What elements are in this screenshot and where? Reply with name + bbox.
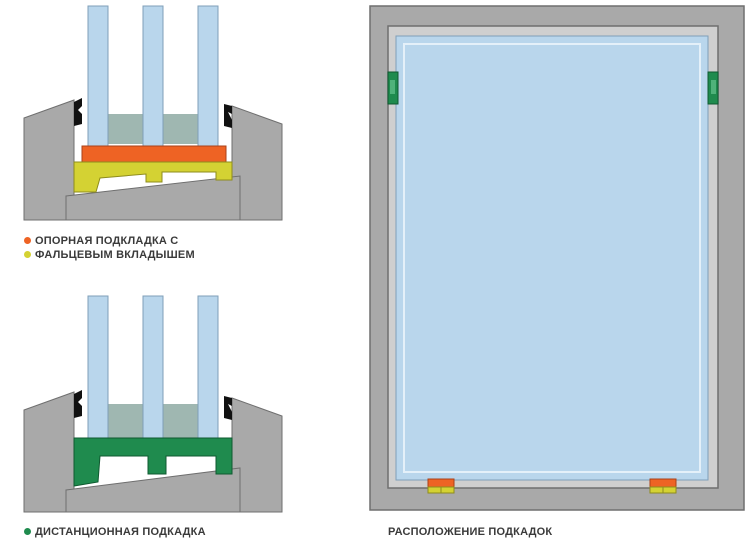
- glass-pane-3: [197, 5, 219, 147]
- frame-bottom-wedge: [65, 467, 241, 513]
- green-dot-icon: [24, 528, 31, 535]
- glass-pane-2: [142, 295, 164, 439]
- orange-dot-icon: [24, 237, 31, 244]
- legend-support-pad: ОПОРНАЯ ПОДКЛАДКА С: [24, 235, 178, 248]
- glass-pane-1: [87, 5, 109, 147]
- support-pad-orange: [81, 145, 227, 163]
- layout-caption: РАСПОЛОЖЕНИЕ ПОДКАДОК: [388, 526, 552, 539]
- glass-pane-3: [197, 295, 219, 439]
- legend-distance-pad: ДИСТАНЦИОННАЯ ПОДКАДКА: [24, 526, 206, 539]
- distance-pad-caption: ДИСТАНЦИОННАЯ ПОДКАДКА: [35, 526, 206, 538]
- cross-section-distance-pad: [23, 295, 283, 513]
- legend-rebate-insert: ФАЛЬЦЕВЫМ ВКЛАДЫШЕМ: [24, 249, 195, 262]
- glass-pane: [395, 35, 709, 481]
- side-clip-right: [707, 71, 719, 105]
- rebate-insert-yellow: [73, 161, 233, 193]
- glass-pane-2: [142, 5, 164, 147]
- side-clip-left: [387, 71, 399, 105]
- bottom-pad-left: [427, 478, 455, 494]
- legend-line-1: ОПОРНАЯ ПОДКЛАДКА С: [35, 235, 179, 247]
- pane-layout: [369, 5, 745, 511]
- glass-pane-1: [87, 295, 109, 439]
- legend-line-2: ФАЛЬЦЕВЫМ ВКЛАДЫШЕМ: [35, 249, 195, 261]
- seal-right: [224, 396, 232, 420]
- bottom-pad-right: [649, 478, 677, 494]
- glass-pane-inner-edge: [403, 43, 701, 473]
- seal-left: [74, 98, 82, 126]
- yellow-dot-icon: [24, 251, 31, 258]
- seal-left: [74, 390, 82, 418]
- frame-bottom-wedge: [65, 175, 241, 221]
- layout-caption-text: РАСПОЛОЖЕНИЕ ПОДКАДОК: [388, 526, 553, 538]
- seal-right: [224, 104, 232, 128]
- cross-section-support-pad: [23, 5, 283, 221]
- distance-pad-green: [73, 437, 233, 487]
